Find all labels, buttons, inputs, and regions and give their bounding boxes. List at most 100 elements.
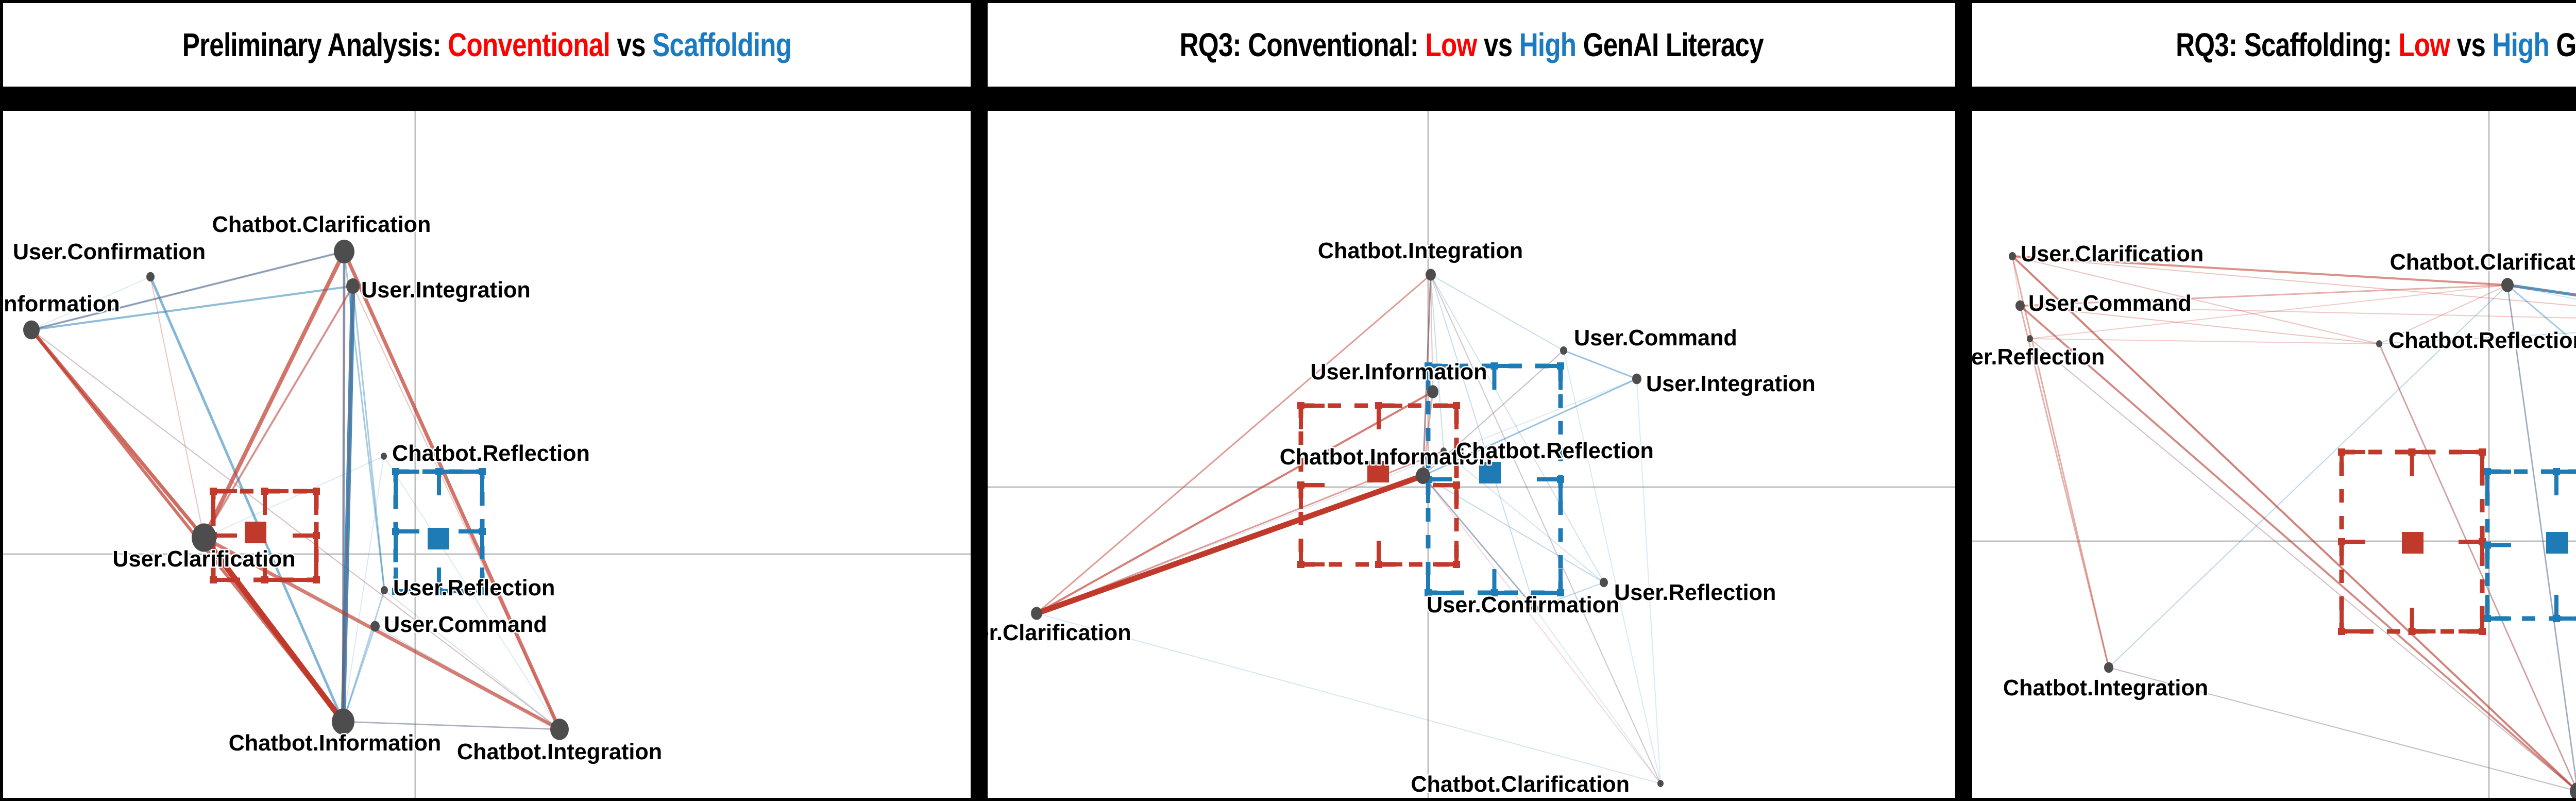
edge <box>2108 667 2576 792</box>
edge <box>2507 285 2576 296</box>
edges-blue-group <box>1036 274 1661 784</box>
edge <box>2379 343 2576 789</box>
node-point <box>1440 447 1447 455</box>
node-label: User.Command <box>384 612 547 637</box>
panel-title-box: RQ3: Conventional: Low vs High GenAI Lit… <box>985 0 1958 111</box>
edge <box>2029 285 2508 339</box>
centroid-marker <box>2402 532 2424 554</box>
edge <box>2029 338 2380 344</box>
centroid-marker <box>245 522 266 543</box>
node-point <box>332 708 354 735</box>
panel-title-frame: RQ3: Conventional: Low vs High GenAI Lit… <box>988 3 1955 87</box>
node-label: User.Information <box>1310 360 1487 385</box>
edge <box>31 251 345 330</box>
edge <box>343 456 384 722</box>
edge <box>342 249 562 731</box>
node-label: Chatbot.Reflection <box>2388 328 2576 353</box>
edge <box>2378 343 2576 790</box>
node-point <box>146 272 155 282</box>
title-segment-0: RQ3: Conventional: <box>1179 26 1426 63</box>
panel-title: RQ3: Conventional: Low vs High GenAI Lit… <box>1179 26 1764 64</box>
node-point <box>1632 373 1641 385</box>
nodes-group <box>23 240 569 740</box>
node-label: User.Confirmation <box>1427 593 1619 618</box>
node-label: Chatbot.Clarification <box>2390 250 2576 275</box>
panel-title-frame: Preliminary Analysis: Conventional vs Sc… <box>3 3 971 87</box>
centroid-marker <box>1367 461 1389 482</box>
edge <box>2012 256 2576 307</box>
title-segment-1: Conventional <box>448 26 611 63</box>
edge <box>342 251 345 723</box>
title-segment-0: RQ3: Scaffolding: <box>2175 26 2398 63</box>
title-segment-1: Low <box>1425 26 1477 63</box>
node-labels-group: Chatbot.IntegrationUser.CommandUser.Info… <box>988 238 1817 798</box>
node-point <box>1416 467 1430 485</box>
node-point <box>334 240 354 263</box>
node-point <box>23 320 40 340</box>
node-point <box>381 586 388 595</box>
node-point <box>1657 780 1664 787</box>
edge <box>31 276 151 330</box>
edge <box>1422 350 1564 476</box>
edge <box>2108 667 2576 792</box>
node-label: User.Clarification <box>2021 242 2204 266</box>
edge <box>342 625 376 723</box>
edge <box>1422 475 1536 609</box>
edge <box>1422 378 1638 477</box>
edge <box>1430 274 1535 609</box>
edge <box>150 276 205 538</box>
edge <box>2011 255 2509 286</box>
node-label: User.Reflection <box>1614 580 1776 605</box>
centroid-group-low <box>2338 448 2486 635</box>
edge <box>2020 305 2380 344</box>
edge <box>1422 475 1604 583</box>
edge <box>201 535 346 725</box>
node-point <box>2104 662 2113 673</box>
node-label: User.Confirmation <box>13 240 206 264</box>
centroid-group-conventional <box>210 488 320 583</box>
edge <box>352 285 385 591</box>
edge <box>149 275 345 723</box>
edge <box>1036 613 1661 784</box>
edge <box>343 721 560 730</box>
edge <box>1036 391 1434 614</box>
edge <box>2379 332 2576 344</box>
edges-red-group <box>2011 255 2576 792</box>
title-segment-4: GenAI Literacy <box>1576 26 1764 63</box>
edge <box>341 283 355 724</box>
network-plot: Chatbot.IntegrationUser.CommandUser.Info… <box>988 111 1955 798</box>
centroid-marker <box>1479 462 1501 483</box>
node-point <box>1600 577 1608 588</box>
edge <box>202 249 346 540</box>
centroid-marker <box>2546 532 2568 554</box>
edge <box>2020 305 2576 319</box>
node-label: Chatbot.Reflection <box>1456 439 1654 463</box>
edge <box>1534 582 1604 609</box>
centroid-group-high <box>1425 362 1564 596</box>
edge <box>1443 450 1604 583</box>
edge <box>352 286 560 730</box>
node-label: User.Information <box>3 292 120 316</box>
edge <box>1563 349 1638 380</box>
node-point <box>1531 604 1538 613</box>
title-segment-2: vs <box>1477 26 1519 63</box>
edge <box>1534 608 1661 784</box>
edge <box>2012 256 2380 344</box>
node-label: User.Integration <box>361 278 531 303</box>
node-labels-group: User.ClarificationChatbot.ClarificationU… <box>1972 241 2576 702</box>
node-label: Chatbot.Integration <box>1318 239 1523 263</box>
node-label: User.Integration <box>1646 372 1816 396</box>
edge <box>342 285 354 723</box>
node-point <box>1427 385 1438 398</box>
edge <box>342 589 385 723</box>
node-point <box>550 719 569 740</box>
node-label: Chatbot.Information <box>1280 445 1493 470</box>
node-point <box>2009 252 2016 261</box>
edge <box>2029 338 2576 791</box>
panel-rq3-conventional: RQ3: Conventional: Low vs High GenAI Lit… <box>985 0 1958 801</box>
network-plot: User.InformationUser.ConfirmationChatbot… <box>3 111 971 798</box>
edge <box>1430 274 1604 583</box>
centroid-group-scaffolding <box>392 468 486 595</box>
node-point <box>1031 607 1042 620</box>
title-segment-3: High <box>1519 26 1577 63</box>
